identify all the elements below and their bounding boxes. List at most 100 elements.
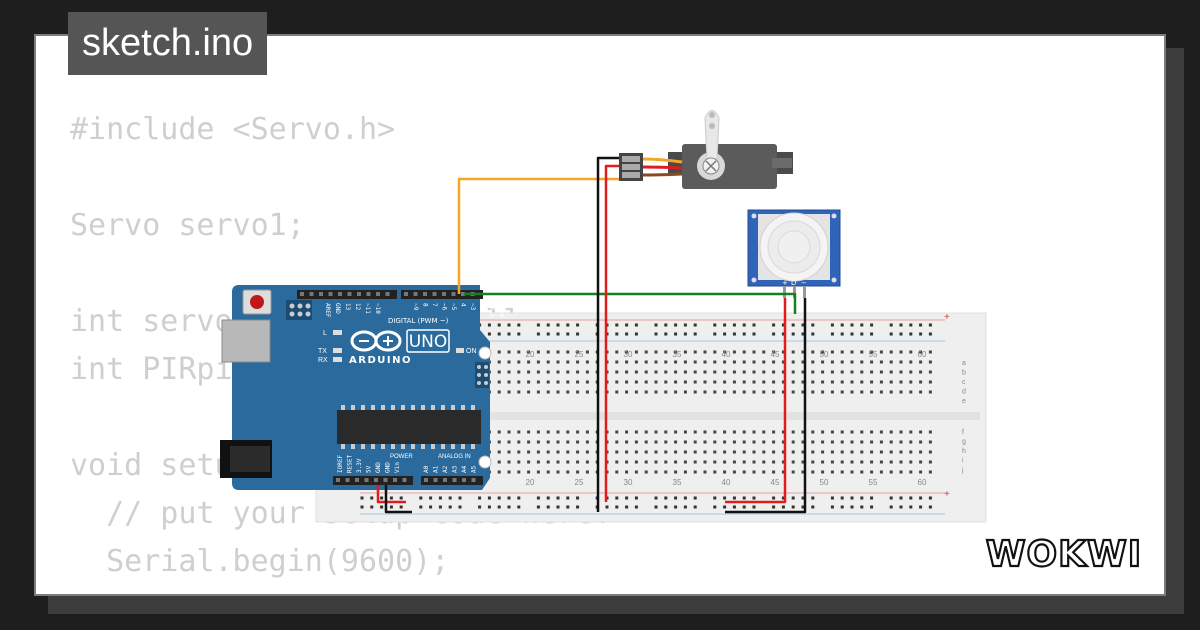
breadboard-row-label: e (962, 398, 966, 405)
analog-header (421, 476, 483, 485)
digital-pin-label: ~10 (374, 303, 381, 314)
wires (376, 156, 807, 514)
wokwi-logo-text: WOKWI (986, 534, 1142, 575)
digital-pin-label: ~11 (364, 303, 371, 314)
breadboard-column-number: 20 (526, 478, 535, 487)
breadboard-column-number: 60 (918, 478, 927, 487)
digital-pin-label: 13 (344, 303, 351, 311)
breadboard-row-label: a (962, 360, 966, 367)
code-line: pinMode(PIRpin, INPUT); (70, 592, 521, 594)
breadboard-row-label: j (961, 467, 964, 474)
digital-pin-label: 4 (460, 303, 467, 307)
breadboard-column-number: 50 (820, 350, 829, 359)
file-name-tab[interactable]: sketch.ino (68, 12, 268, 75)
code-line: Serial.begin(9600); (70, 544, 450, 579)
digital-pin-label: ~6 (441, 303, 448, 311)
power-pin-label: GND (385, 462, 392, 473)
breadboard-row-label: i (962, 458, 964, 465)
on-led-label: ON (466, 348, 477, 355)
breadboard-column-number: 30 (624, 350, 633, 359)
usb-port (221, 319, 271, 363)
breadboard-row-label: d (962, 389, 966, 396)
digital-header-label: DIGITAL (PWM ~) (388, 317, 449, 325)
breadboard-column-number: 55 (869, 478, 878, 487)
power-pin-label: 5V (366, 465, 373, 473)
power-pin-label: IOREF (337, 455, 344, 473)
breadboard-column-number: 60 (918, 350, 927, 359)
digital-pin-label: AREF (324, 303, 331, 318)
analog-pin-label: A0 (423, 465, 430, 473)
pir-pin-data-label: D (791, 279, 796, 287)
rx-label: RX (318, 357, 328, 364)
wire-black-arduino-gnd (384, 485, 412, 514)
power-header-label: POWER (390, 454, 413, 460)
tx-label: TX (318, 348, 327, 355)
breadboard-row-label: g (962, 439, 966, 446)
digital-pin-label: TX→1 (488, 303, 495, 318)
breadboard-column-number: 25 (575, 350, 584, 359)
code-line: #include <Servo.h> (70, 112, 396, 147)
analog-header-label: ANALOG IN (438, 454, 471, 460)
wire-green-pir-data (464, 292, 797, 314)
digital-pin-label: ~3 (469, 303, 476, 311)
rail-plus-label: + (944, 312, 950, 323)
atmega-chip (337, 410, 481, 444)
servo-motor[interactable] (619, 110, 793, 190)
wire-black-servo-gnd (596, 156, 619, 512)
arduino-infinity-logo (350, 330, 402, 352)
power-pin-label: 3.3V (356, 458, 363, 473)
power-pin-label: RESET (347, 455, 354, 473)
breadboard-column-number: 55 (869, 350, 878, 359)
breadboard-column-number: 30 (624, 478, 633, 487)
board-model: UNO (409, 332, 448, 352)
analog-pin-label: A5 (471, 465, 478, 473)
board-brand: ARDUINO (349, 355, 412, 366)
digital-pin-label: 8 (422, 303, 429, 307)
digital-pin-label: 12 (354, 303, 361, 311)
servo-horn[interactable] (704, 110, 720, 161)
wire-red-servo-vcc (604, 164, 619, 502)
breadboard-column-number: 45 (771, 478, 780, 487)
pir-pin-gnd-label: − (801, 279, 807, 287)
breadboard-row-label: f (962, 429, 964, 436)
breadboard-column-number: 45 (771, 350, 780, 359)
breadboard-column-number: 25 (575, 478, 584, 487)
pir-motion-sensor[interactable]: + D − (747, 209, 841, 298)
rail-plus-label-bottom: + (944, 489, 950, 500)
breadboard-column-number: 40 (722, 350, 731, 359)
analog-pin-label: A4 (461, 465, 468, 473)
wire-red-arduino-5v (376, 485, 406, 504)
wire-red-pir-vcc (725, 298, 787, 504)
code-line: Servo servo1; (70, 208, 305, 243)
digital-pin-label: 7 (431, 303, 438, 307)
breadboard-column-number: 40 (722, 478, 731, 487)
wokwi-logo[interactable]: WOKWI (976, 524, 1152, 580)
digital-pin-label: ~5 (450, 303, 457, 311)
breadboard-column-number: 20 (526, 350, 535, 359)
power-header (333, 476, 413, 485)
breadboard-row-label: h (962, 448, 966, 455)
digital-header-left (297, 290, 397, 299)
wire-black-pir-gnd (725, 298, 807, 514)
analog-pin-label: A1 (433, 465, 440, 473)
l-led-label: L (323, 330, 327, 337)
breadboard-row-label: b (962, 370, 966, 377)
analog-pin-label: A3 (452, 465, 459, 473)
breadboard-column-number: 35 (673, 350, 682, 359)
wire-orange-signal (457, 177, 619, 294)
digital-pin-label: RX←0 (498, 303, 505, 318)
breadboard-row-label: c (962, 379, 966, 386)
analog-pin-label: A2 (442, 465, 449, 473)
power-pin-label: GND (375, 462, 382, 473)
digital-pin-label: 2 (479, 303, 486, 307)
pir-pin-vcc-label: + (782, 279, 788, 287)
digital-pin-label: ~9 (412, 303, 419, 311)
breadboard-column-number: 50 (820, 478, 829, 487)
power-pin-label: Vin (394, 462, 401, 473)
